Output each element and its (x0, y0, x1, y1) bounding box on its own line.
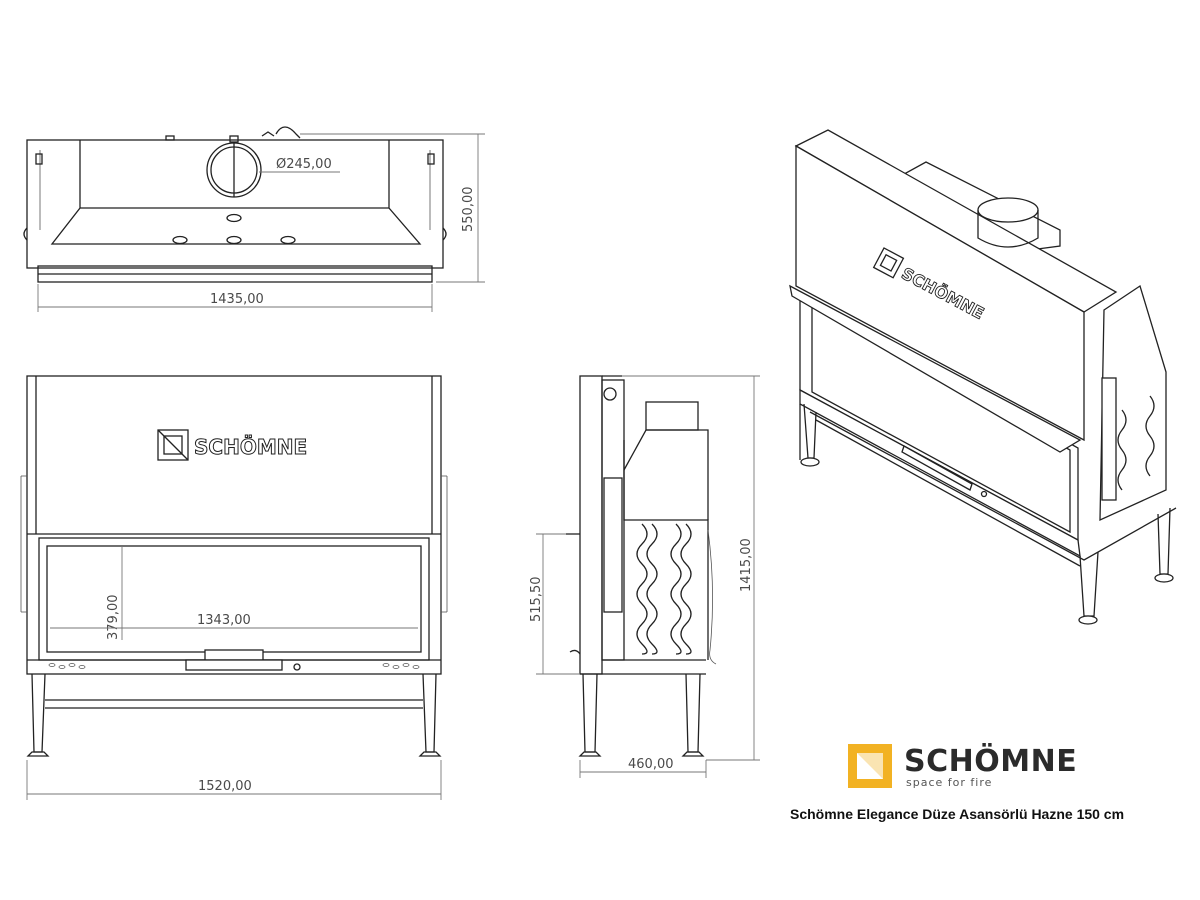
front-view: SCHÖMNE 379,00 1343,00 1520,00 (20, 375, 448, 800)
brand-name: SCHÖMNE (904, 744, 1078, 779)
front-logo: SCHÖMNE (157, 429, 308, 461)
brand-tagline: space for fire (906, 776, 993, 789)
flue-diameter-label: Ø245,00 (276, 157, 332, 172)
height-to-door-label: 515,50 (529, 577, 544, 623)
brand-logo: SCHÖMNE space for fire (846, 742, 1096, 796)
top-view: Ø245,00 550,00 1435,00 (23, 126, 485, 312)
isometric-view: SCHÖMNE (789, 129, 1177, 625)
side-view: 515,50 1415,00 460,00 (529, 375, 760, 778)
overall-depth-label: 460,00 (628, 757, 674, 772)
product-caption: Schömne Elegance Düze Asansörlü Hazne 15… (790, 806, 1125, 822)
overall-width-label: 1520,00 (198, 779, 252, 794)
glass-height-label: 379,00 (106, 595, 121, 641)
top-width-dimension-label: 1435,00 (210, 292, 264, 307)
svg-text:SCHÖMNE: SCHÖMNE (194, 435, 307, 459)
glass-width-label: 1343,00 (197, 613, 251, 628)
brand-square-icon (848, 744, 892, 788)
overall-height-label: 1415,00 (739, 538, 754, 592)
depth-dimension-label: 550,00 (461, 187, 476, 233)
